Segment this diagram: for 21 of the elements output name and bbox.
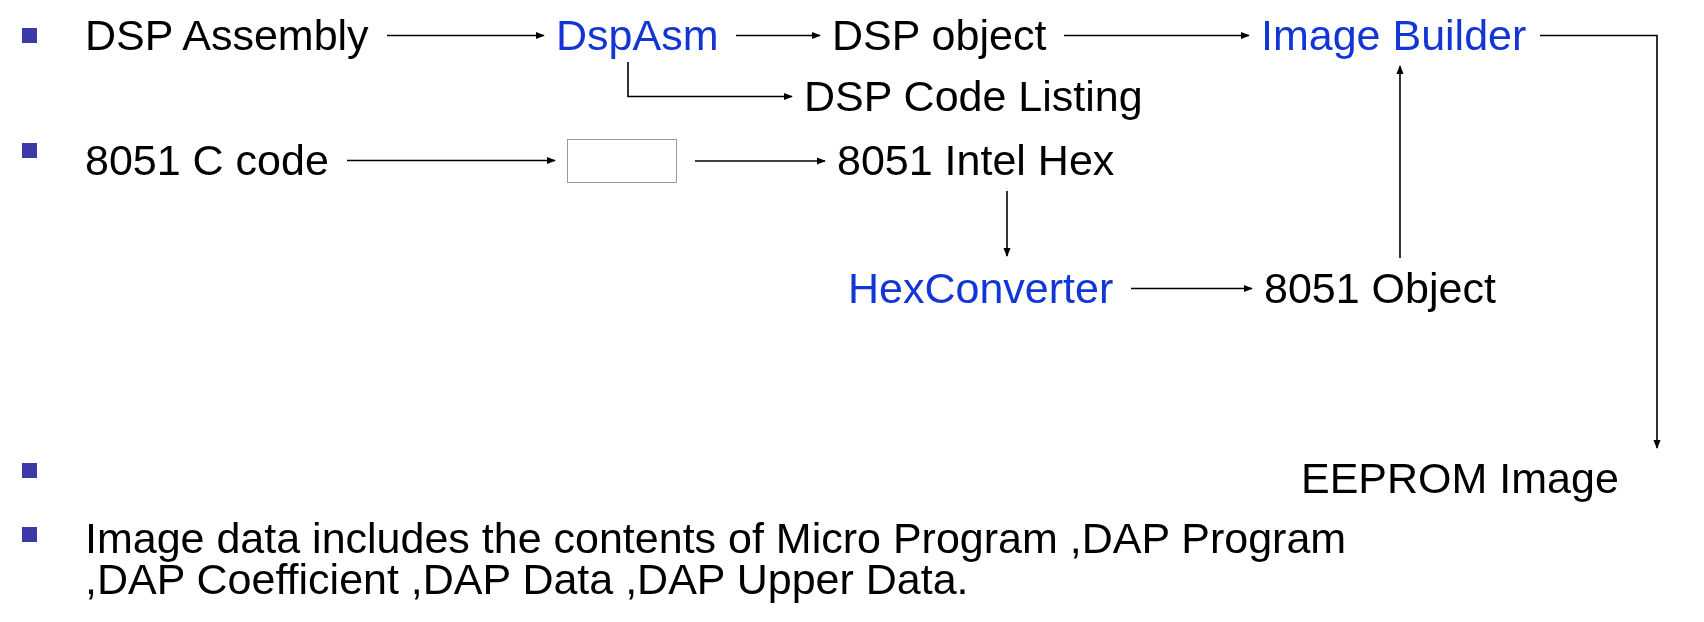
arrow bbox=[735, 31, 821, 40]
arrow bbox=[627, 61, 793, 101]
arrow bbox=[386, 31, 545, 40]
arrow bbox=[694, 157, 826, 165]
tool-name: HexConverter bbox=[848, 264, 1114, 313]
file-name: DSP Assembly bbox=[85, 11, 369, 60]
tool-name: DspAsm bbox=[556, 11, 719, 60]
arrow bbox=[1539, 34, 1661, 449]
arrow bbox=[1063, 31, 1250, 40]
arrow bbox=[1396, 65, 1404, 259]
arrow bbox=[346, 156, 556, 165]
arrow bbox=[1003, 190, 1011, 257]
tool-name: Image Builder bbox=[1261, 11, 1527, 60]
empty-box bbox=[567, 139, 677, 183]
file-name: 8051 Intel Hex bbox=[837, 136, 1115, 185]
arrow bbox=[1130, 284, 1253, 293]
file-name: 8051 C code bbox=[85, 136, 329, 185]
file-name: DSP Code Listing bbox=[804, 72, 1143, 121]
file-name: DSP object bbox=[832, 11, 1047, 60]
file-name: 8051 Object bbox=[1264, 264, 1496, 313]
file-name: EEPROM Image bbox=[1301, 454, 1619, 503]
